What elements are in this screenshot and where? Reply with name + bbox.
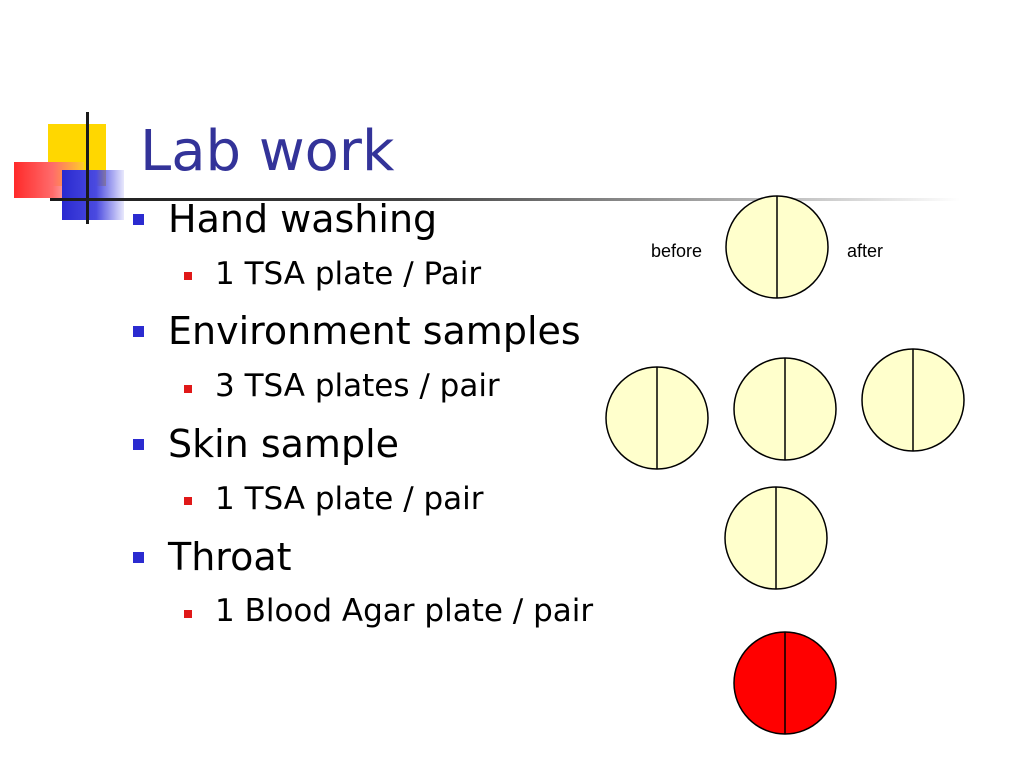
environment-plate-3 bbox=[861, 348, 965, 452]
decor-vertical-line bbox=[86, 112, 89, 224]
sub-bullet-environment-samples: 3 TSA plates / pair bbox=[215, 368, 500, 404]
page-title: Lab work bbox=[140, 119, 395, 184]
bullet-marker bbox=[133, 214, 144, 225]
title-divider bbox=[50, 198, 960, 201]
environment-plate-1 bbox=[605, 366, 709, 470]
bullet-hand-washing: Hand washing bbox=[168, 197, 438, 241]
blood-agar-plate bbox=[733, 631, 837, 735]
bullet-marker bbox=[133, 326, 144, 337]
bullet-throat: Throat bbox=[168, 535, 292, 579]
bullet-marker bbox=[133, 552, 144, 563]
sub-bullet-marker bbox=[184, 385, 192, 393]
bullet-marker bbox=[133, 439, 144, 450]
sub-bullet-marker bbox=[184, 497, 192, 505]
decor-blue-square bbox=[62, 170, 124, 220]
sub-bullet-marker bbox=[184, 272, 192, 280]
hand-washing-plate bbox=[725, 195, 829, 299]
before-label: before bbox=[651, 241, 703, 261]
environment-plate-2 bbox=[733, 357, 837, 461]
after-label: after bbox=[847, 241, 884, 261]
skin-sample-plate bbox=[724, 486, 828, 590]
sub-bullet-marker bbox=[184, 610, 192, 618]
sub-bullet-throat: 1 Blood Agar plate / pair bbox=[215, 593, 594, 629]
bullet-environment-samples: Environment samples bbox=[168, 309, 581, 353]
bullet-skin-sample: Skin sample bbox=[168, 422, 400, 466]
sub-bullet-skin-sample: 1 TSA plate / pair bbox=[215, 481, 484, 517]
sub-bullet-hand-washing: 1 TSA plate / Pair bbox=[215, 256, 482, 292]
